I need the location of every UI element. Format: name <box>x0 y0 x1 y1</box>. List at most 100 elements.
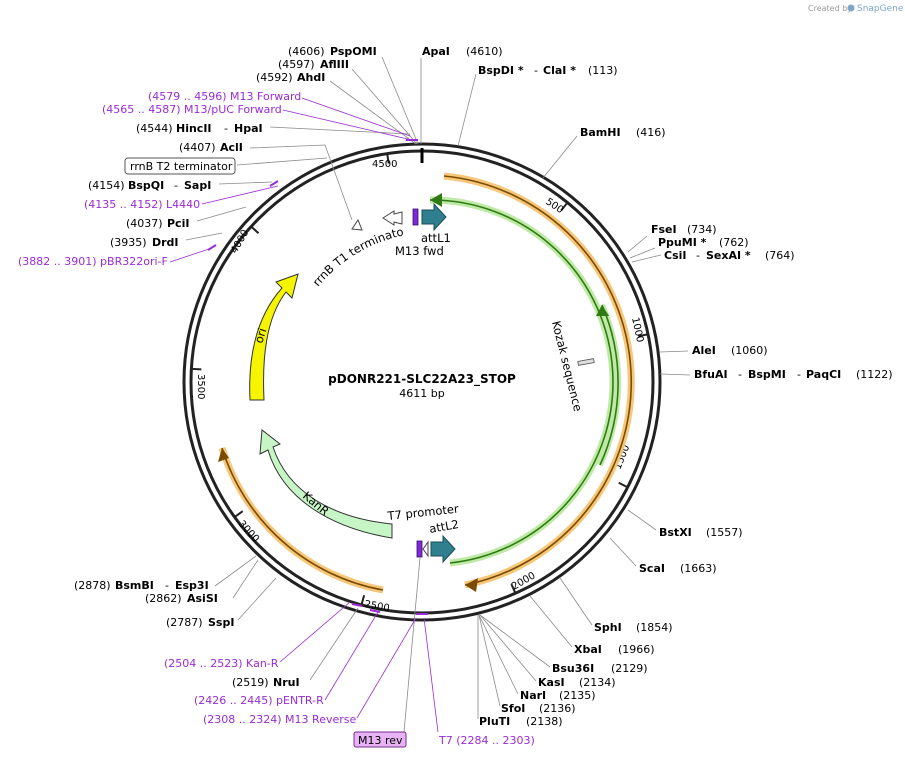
tick-1000: 1000 <box>629 316 645 343</box>
paqci-pos: (1122) <box>856 368 893 381</box>
primer-t7[interactable]: T7 (2284 .. 2303) <box>438 734 535 747</box>
attl2-primer-site <box>416 540 423 558</box>
t7-promoter-arrow <box>422 540 429 558</box>
kasi-label[interactable]: KasI <box>538 676 565 689</box>
primer-m13-reverse[interactable]: (2308 .. 2324) M13 Reverse <box>203 713 356 726</box>
primer-pentr-r[interactable]: (2426 .. 2445) pENTR-R <box>194 694 324 707</box>
tick-mark-500 <box>560 201 569 211</box>
bsmbi-pos: (2878) <box>74 579 111 592</box>
bspmi-label[interactable]: BspMI <box>748 368 786 381</box>
leader-csii <box>631 254 662 263</box>
insert-arrowhead-icon <box>430 193 442 207</box>
leader-pcii <box>196 206 247 222</box>
sspi-pos: (2787) <box>166 616 203 629</box>
xbai-label[interactable]: XbaI <box>574 643 602 656</box>
afliii-label[interactable]: AflIII <box>320 58 349 71</box>
tick-mark-4000 <box>250 225 260 235</box>
sapi-label[interactable]: SapI <box>184 179 211 192</box>
bfuai-label[interactable]: BfuAI <box>694 368 728 381</box>
esp3i-label[interactable]: Esp3I <box>175 579 209 592</box>
drdi-label[interactable]: DrdI <box>152 236 179 249</box>
leader-bsmbi <box>214 555 257 587</box>
primer-leader-pbr322 <box>169 247 213 263</box>
alei-label[interactable]: AleI <box>692 344 716 357</box>
primer-mark-kanr <box>351 603 363 607</box>
m13rev-box-label: M13 rev <box>358 734 403 747</box>
leader-fsei <box>627 235 648 253</box>
hpai-label[interactable]: HpaI <box>234 122 263 135</box>
left-orf-arrowhead-icon <box>218 448 229 462</box>
scai-label[interactable]: ScaI <box>639 562 665 575</box>
sexai-pos: (764) <box>765 249 795 262</box>
ppumi-label[interactable]: PpuMI * <box>658 236 707 249</box>
pcii-label[interactable]: PciI <box>167 217 189 230</box>
bspdi-label[interactable]: BspDI * <box>478 64 524 77</box>
bsmbi-label[interactable]: BsmBI <box>115 579 154 592</box>
kasi-pos: (2134) <box>579 676 616 689</box>
rrnb-t1-arrow <box>351 218 363 231</box>
bstxi-label[interactable]: BstXI <box>659 526 692 539</box>
bamhi-label[interactable]: BamHI <box>580 126 621 139</box>
nari-label[interactable]: NarI <box>520 689 546 702</box>
primer-kan-r[interactable]: (2504 .. 2523) Kan-R <box>164 657 279 670</box>
fsei-label[interactable]: FseI <box>651 223 677 236</box>
primer-pbr322ori-f[interactable]: (3882 .. 3901) pBR322ori-F <box>18 255 168 268</box>
feature-m13fwd-label: M13 fwd <box>395 244 444 258</box>
leader-bsu36i <box>479 614 551 668</box>
sspi-label[interactable]: SspI <box>208 616 234 629</box>
tick-4500: 4500 <box>372 159 397 170</box>
scai-pos: (1663) <box>680 562 717 575</box>
pspomi-label[interactable]: PspOMI <box>330 45 377 58</box>
m13rev-box[interactable] <box>353 731 407 748</box>
leader-bspdi <box>457 73 477 147</box>
tick-mark-3000 <box>234 510 244 518</box>
kozak-marker <box>577 358 595 366</box>
asisi-label[interactable]: AsiSI <box>187 592 218 605</box>
csii-label[interactable]: CsiI <box>664 249 686 262</box>
primer-leader-m13reverse <box>356 617 417 719</box>
primer-leader-m13puc <box>282 109 413 141</box>
bspqi-label[interactable]: BspQI <box>128 179 164 192</box>
paqci-label[interactable]: PaqCI <box>806 368 841 381</box>
created-by-credit: Created by <box>808 4 852 13</box>
feature-attl1-label: attL1 <box>421 231 451 245</box>
fsei-pos: (734) <box>687 223 717 236</box>
kanr-arrow <box>259 429 393 539</box>
attl1-primer-site <box>412 208 419 226</box>
trui-label[interactable]: NruI <box>273 676 300 689</box>
apai-label[interactable]: ApaI <box>422 45 450 58</box>
sfoi-label[interactable]: SfoI <box>501 702 525 715</box>
orf-outer-arrowhead-icon <box>465 578 478 592</box>
sexai-label[interactable]: SexAI * <box>706 249 751 262</box>
left-orf-arc <box>221 447 384 591</box>
primer-leader-pentr <box>324 611 379 701</box>
leader-sfoi <box>478 614 501 707</box>
hincii-label[interactable]: HincII <box>176 122 212 135</box>
bspqi-pos: (4154) <box>88 179 125 192</box>
rrnb-t2-terminator-box[interactable] <box>124 157 236 175</box>
snapgene-logo-icon <box>847 4 855 12</box>
afliii-pos: (4597) <box>278 58 315 71</box>
sphi-label[interactable]: SphI <box>594 621 622 634</box>
sfoi-pos: (2136) <box>539 702 576 715</box>
leader-xbai <box>529 595 573 648</box>
plasmid-name: pDONR221-SLC22A23_STOP <box>328 372 516 387</box>
clai-label[interactable]: ClaI * <box>543 64 576 77</box>
leader-bspqi <box>218 181 273 185</box>
pluti-label[interactable]: PluTI <box>479 715 510 728</box>
leader-sspi <box>237 577 277 621</box>
feature-kozak-label: Kozak sequence <box>549 319 585 412</box>
primer-m13-puc-forward[interactable]: (4565 .. 4587) M13/pUC Forward <box>102 103 282 116</box>
leader-sphi <box>559 577 593 626</box>
primer-m13-forward[interactable]: (4579 .. 4596) M13 Forward <box>148 90 301 103</box>
acli-label[interactable]: AclI <box>220 141 243 154</box>
orf-arc-outer <box>443 175 633 586</box>
xbai-pos: (1966) <box>618 643 655 656</box>
hincii-pos: (4544) <box>136 122 173 135</box>
ahdi-label[interactable]: AhdI <box>297 71 325 84</box>
drdi-pos: (3935) <box>110 236 147 249</box>
bamhi-pos: (416) <box>636 126 666 139</box>
primer-l4440[interactable]: (4135 .. 4152) L4440 <box>84 198 200 211</box>
bsu36i-label[interactable]: Bsu36I <box>552 662 594 675</box>
tick-mark-2000 <box>510 583 517 594</box>
